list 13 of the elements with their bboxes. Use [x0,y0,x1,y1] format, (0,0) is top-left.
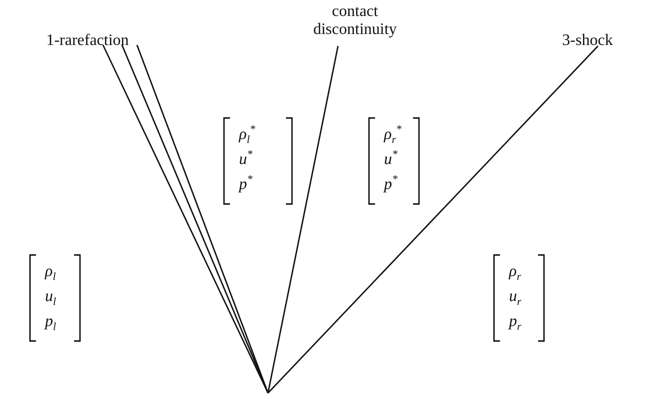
vector-entry: p$^{*}$ [384,176,398,194]
wave-label: 3-shock [561,32,614,50]
vector-entry: u$_{l}$ [45,288,56,306]
vector-entry: p$^{*}$ [239,176,252,194]
vector-entry: u$^{*}$ [384,151,398,169]
vector-entry: u$^{*}$ [239,151,252,169]
vector-entry: ρ$_{r}$ [509,263,521,281]
vector-entry: ρ$_{l}$ [45,263,56,281]
vector-entry: p$_{r}$ [509,313,522,331]
wave-label: contact discontinuity [312,3,398,39]
vector-entry: p$_{l}$ [45,313,56,331]
vector-entry: u$_{r}$ [509,288,522,306]
wave-label: 1-rarefaction [45,32,130,50]
